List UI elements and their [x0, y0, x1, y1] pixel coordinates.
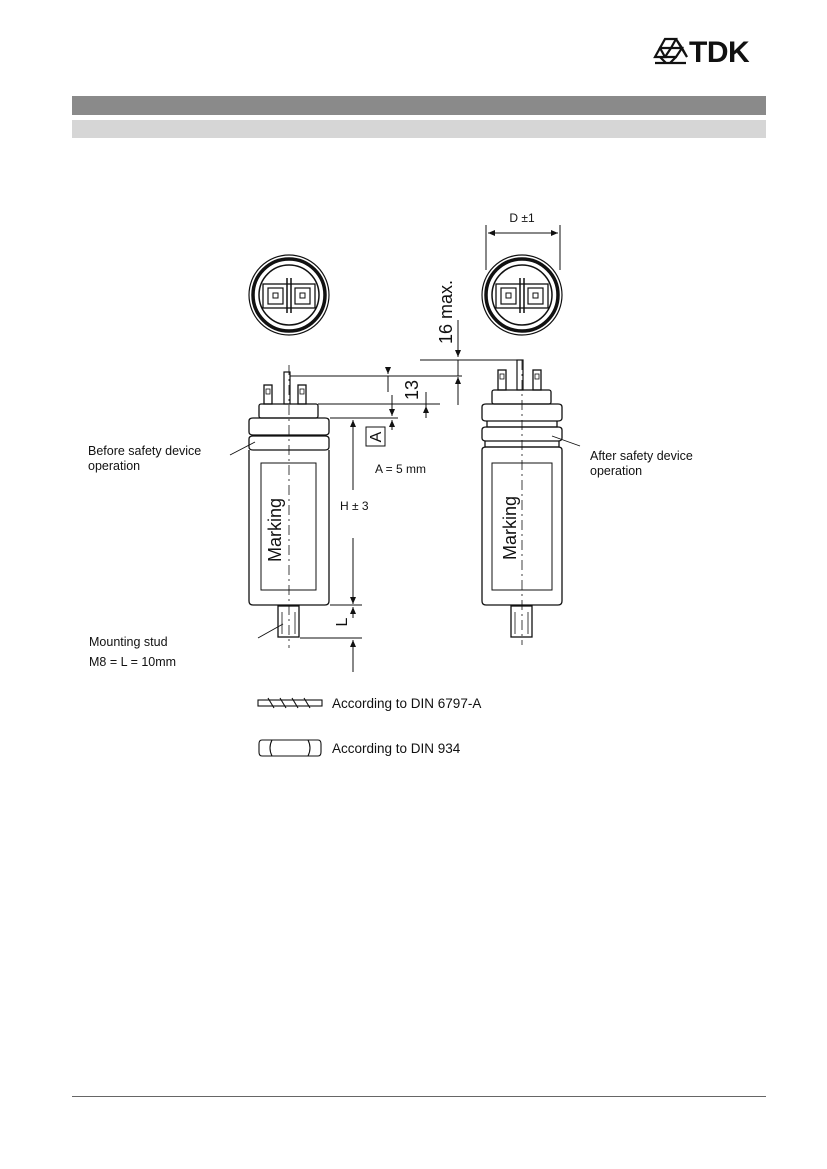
terminal-max-dimension-label: 16 max. [436, 280, 456, 344]
right-capacitor-side-view [481, 359, 563, 645]
legend-din-934-text: According to DIN 934 [332, 741, 461, 756]
terminal-height-dimension [290, 367, 462, 418]
marking-label-left: Marking [265, 498, 285, 562]
diameter-dimension-label: D ±1 [509, 211, 535, 225]
marking-label-right: Marking [500, 496, 520, 560]
mounting-stud-label-line2: M8 = L = 10mm [89, 655, 176, 669]
stud-length-dimension [300, 607, 362, 672]
a-dimension [330, 395, 398, 447]
tdk-wordmark: TDK [689, 36, 750, 69]
stud-length-dimension-label: L [334, 617, 351, 626]
toothed-lock-washer-icon [257, 697, 323, 709]
after-safety-device-label-line1: After safety device [590, 449, 693, 463]
a-value-label: A = 5 mm [375, 462, 426, 476]
legend-din-6797-text: According to DIN 6797-A [332, 696, 481, 711]
left-capacitor-side-view [248, 365, 330, 648]
after-safety-device-label-line2: operation [590, 464, 642, 478]
left-top-view [248, 254, 330, 336]
header-band-dark [72, 96, 766, 115]
terminal-height-dimension-label: 13 [402, 380, 422, 400]
a-box-label: A [368, 431, 385, 442]
right-top-view [481, 254, 563, 336]
terminal-max-dimension [420, 320, 522, 405]
height-dimension [330, 420, 362, 606]
hex-nut-icon [258, 739, 322, 757]
mounting-stud-label-line1: Mounting stud [89, 635, 168, 649]
tdk-logo-mark-icon [653, 37, 688, 65]
before-safety-device-label-line1: Before safety device [88, 444, 201, 458]
header-band-light [72, 120, 766, 138]
tdk-logo: TDK [653, 36, 750, 69]
footer-rule [72, 1096, 766, 1097]
height-dimension-label: H ± 3 [340, 499, 369, 513]
diameter-dimension [485, 225, 561, 270]
callout-leaders [229, 435, 581, 639]
before-safety-device-label-line2: operation [88, 459, 140, 473]
